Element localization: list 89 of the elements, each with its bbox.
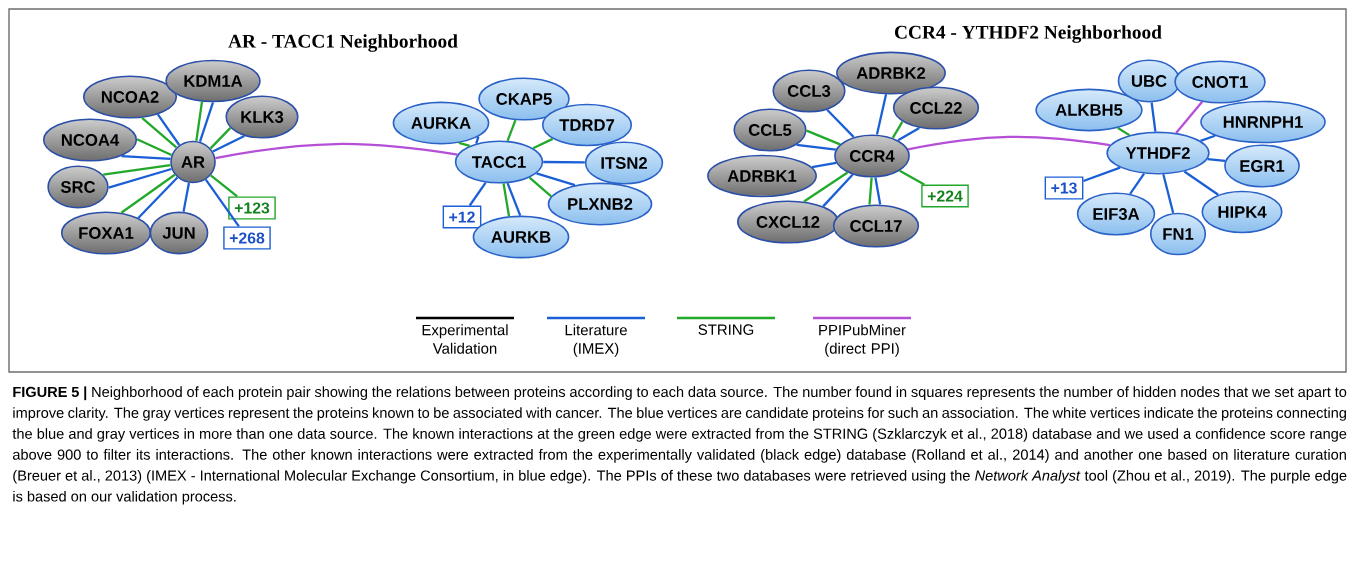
- protein-node: HIPK4: [1201, 190, 1283, 234]
- protein-node: CXCL12: [737, 200, 840, 244]
- interaction-line: [506, 182, 522, 216]
- protein-node: CCL17: [832, 204, 920, 248]
- interaction-line: [506, 119, 517, 142]
- interaction-line: [536, 172, 576, 187]
- interaction-line: [156, 113, 181, 146]
- interaction-line: [121, 154, 171, 160]
- interaction-line: [891, 120, 904, 139]
- interaction-line: [826, 108, 855, 138]
- interaction-line: [875, 94, 888, 135]
- interaction-line: [136, 138, 172, 157]
- interaction-line: [811, 161, 837, 169]
- protein-node: CCL5: [733, 108, 807, 152]
- protein-node: TACC1: [454, 140, 544, 184]
- interaction-line: [897, 126, 920, 142]
- interaction-line: [874, 177, 882, 205]
- interaction-line: [215, 142, 458, 160]
- interaction-line: [468, 181, 487, 207]
- interaction-line: [212, 134, 245, 153]
- protein-node: ALKBH5: [1035, 88, 1143, 132]
- protein-node: YTHDF2: [1106, 131, 1210, 175]
- protein-node: KLK3: [225, 95, 299, 139]
- interaction-line: [796, 143, 836, 151]
- interaction-line: [528, 176, 552, 198]
- protein-node: CCL22: [892, 86, 980, 130]
- interaction-line: [137, 176, 179, 219]
- legend-label: PPIPubMiner (direct PPI): [819, 324, 906, 357]
- interaction-line: [1083, 166, 1121, 183]
- interaction-line: [210, 174, 238, 198]
- protein-node: ADRBK1: [707, 154, 817, 198]
- interaction-line: [803, 171, 849, 203]
- interaction-line: [141, 117, 178, 149]
- interaction-line: [182, 182, 191, 213]
- interaction-line: [868, 177, 873, 205]
- interaction-line: [1129, 173, 1145, 195]
- interaction-line: [543, 160, 585, 164]
- protein-node: HNRNPH1: [1200, 100, 1326, 144]
- protein-node: SRC: [47, 165, 109, 209]
- protein-node: CCR4: [834, 134, 910, 178]
- panel-title: AR - TACC1 Neighborhood: [228, 34, 458, 52]
- protein-node: AURKA: [392, 101, 490, 145]
- legend-label: Experimental Validation: [422, 324, 508, 354]
- interaction-line: [806, 129, 841, 146]
- protein-node: AR: [170, 140, 216, 184]
- interaction-line: [108, 167, 172, 189]
- protein-node: KDM1A: [165, 59, 261, 103]
- protein-node: CNOT1: [1174, 60, 1266, 104]
- legend-label: Literature (IMEX): [565, 324, 627, 357]
- interaction-line: [532, 137, 554, 150]
- interaction-line: [899, 169, 925, 186]
- protein-node: UBC: [1117, 59, 1181, 103]
- interaction-line: [198, 102, 215, 143]
- interaction-line: [1200, 134, 1216, 142]
- interaction-line: [458, 141, 471, 147]
- interaction-line: [1150, 102, 1157, 132]
- interaction-line: [1183, 170, 1219, 196]
- protein-node: FOXA1: [60, 211, 152, 255]
- interaction-line: [475, 136, 480, 144]
- interaction-line: [209, 127, 232, 150]
- interaction-line: [907, 135, 1111, 151]
- protein-node: ADRBK2: [836, 51, 946, 95]
- hidden-count-box: +123: [228, 196, 276, 220]
- protein-node: JUN: [149, 211, 209, 255]
- interaction-line: [204, 179, 240, 228]
- interaction-line: [502, 183, 511, 217]
- interaction-line: [103, 164, 171, 176]
- hidden-count-box: +12: [442, 205, 482, 229]
- protein-node: FN1: [1149, 212, 1207, 256]
- interaction-line: [195, 101, 204, 142]
- protein-node: EIF3A: [1076, 192, 1156, 236]
- interaction-line: [1175, 101, 1203, 134]
- interaction-line: [822, 173, 854, 208]
- interaction-line: [1207, 157, 1226, 162]
- panel-title: CCR4 - YTHDF2 Neighborhood: [895, 25, 1162, 43]
- interaction-line: [120, 173, 176, 214]
- protein-node: NCOA2: [82, 75, 178, 119]
- hidden-count-box: +268: [223, 226, 271, 250]
- hidden-count-box: +13: [1044, 176, 1084, 200]
- protein-node: PLXNB2: [547, 182, 653, 226]
- interaction-line: [1162, 174, 1175, 214]
- interaction-line: [1117, 127, 1130, 137]
- figure-caption: FIGURE 5 | Neighborhood of each protein pair showing the relations between proteins according to each data source. The number found in squares represents the number of hidden nodes that we set apart to improve clarity. The gray vertices represent the proteins known to be associated with cancer. The blue vertices are candidate proteins for such an association. The white vertices indicate the proteins connecting the blue and gray vertices in more than one data source. The known interactions at the green edge were extracted from the STRING (Szklarczyk et al., 2018) database and we used a confidence score range above 900 to filter its interactions. The other known interactions were extracted from the experimentally validated (black edge) database (Rolland et al., 2014) and another one based on literature curation (Breuer et al., 2013) (IMEX - International Molecular Exchange Consortium, in blue edge). The PPIs of these two databases were retrieved using the Network Analyst tool (Zhou et al., 2019). The purple edge is based on our validation process.: [12, 386, 1347, 505]
- protein-node: ITSN2: [584, 141, 664, 185]
- hidden-count-box: +224: [921, 184, 969, 208]
- protein-node: EGR1: [1224, 144, 1300, 188]
- legend-label: STRING: [698, 324, 754, 335]
- protein-node: NCOA4: [42, 118, 138, 162]
- protein-node: CCL3: [772, 69, 846, 113]
